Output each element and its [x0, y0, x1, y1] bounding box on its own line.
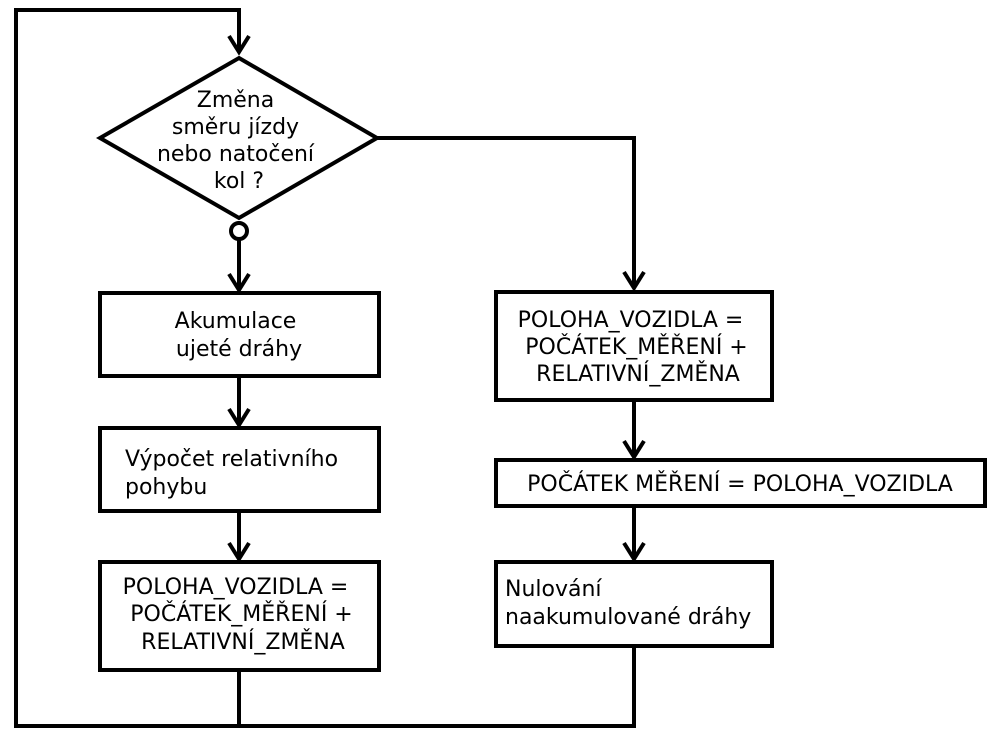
- accumulation-line-1: Akumulace: [175, 309, 297, 334]
- arrow-into-right-box-1: [622, 270, 646, 292]
- left-position-box: [98, 560, 381, 672]
- negation-circle: [229, 221, 249, 241]
- arrow-into-decision: [227, 34, 251, 56]
- left-position-line-2: POČÁTEK_MĚŘENÍ +: [130, 601, 353, 627]
- reset-accumulated-box: [494, 560, 774, 648]
- right-position-box: [494, 290, 774, 402]
- right-position-line-3: RELATIVNÍ_ZMĚNA: [536, 361, 740, 387]
- reset-accumulated-line-2: naakumulované dráhy: [505, 605, 751, 630]
- relative-motion-line-2: pohybu: [125, 475, 207, 500]
- measurement-start-line-1: POČÁTEK MĚŘENÍ = POLOHA_VOZIDLA: [527, 471, 953, 497]
- relative-motion-box-label: Výpočet relativního pohybu: [125, 447, 345, 500]
- decision-line-2: směru jízdy: [172, 115, 299, 140]
- relative-motion-box: [98, 426, 381, 513]
- accumulation-box-label: Akumulace ujeté dráhy: [175, 309, 304, 362]
- measurement-start-box-label: POČÁTEK MĚŘENÍ = POLOHA_VOZIDLA: [527, 471, 953, 497]
- relative-motion-line-1: Výpočet relativního: [125, 447, 338, 472]
- arrow-into-left-box-1: [227, 272, 251, 294]
- decision-diamond: [95, 55, 381, 221]
- reset-accumulated-box-label: Nulování naakumulované dráhy: [505, 577, 751, 630]
- left-position-line-3: RELATIVNÍ_ZMĚNA: [141, 629, 345, 655]
- decision-label: Změna směru jízdy nebo natočení kol ?: [157, 88, 321, 194]
- loop-back-line: [14, 8, 241, 728]
- right-branch-return-line: [239, 646, 636, 728]
- right-position-line-1: POLOHA_VOZIDLA =: [518, 308, 744, 333]
- reset-accumulated-line-1: Nulování: [505, 577, 602, 602]
- right-position-box-label: POLOHA_VOZIDLA = POČÁTEK_MĚŘENÍ + RELATI…: [518, 308, 755, 387]
- accumulation-box: [98, 291, 381, 378]
- decision-line-4: kol ?: [214, 169, 264, 194]
- arrow-into-left-box-3: [227, 541, 251, 563]
- left-position-line-1: POLOHA_VOZIDLA =: [123, 575, 349, 600]
- decision-line-3: nebo natočení: [157, 142, 315, 167]
- measurement-start-box: [494, 458, 987, 508]
- arrow-into-left-box-2: [227, 407, 251, 429]
- left-position-box-label: POLOHA_VOZIDLA = POČÁTEK_MĚŘENÍ + RELATI…: [123, 575, 360, 655]
- right-position-line-2: POČÁTEK_MĚŘENÍ +: [525, 334, 748, 360]
- accumulation-line-2: ujeté dráhy: [176, 337, 302, 362]
- decision-right-connector: [377, 136, 636, 288]
- arrow-into-right-box-2: [622, 439, 646, 461]
- decision-line-1: Změna: [197, 88, 274, 113]
- arrow-into-right-box-3: [622, 541, 646, 563]
